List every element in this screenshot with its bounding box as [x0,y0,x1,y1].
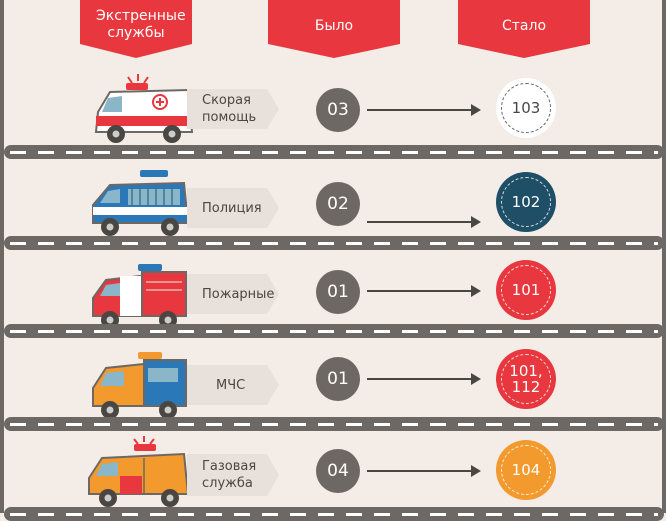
new-number-gas: 104 [496,440,556,500]
arrow-police [367,216,481,228]
header-after: Стало [458,0,590,58]
label-police: Полиция [187,188,279,228]
road-divider [4,145,664,159]
header-before: Было [268,0,400,58]
left-border [0,0,4,513]
arrow-mchs [367,373,481,385]
road-divider [4,236,664,250]
arrow-ambulance [367,104,481,116]
gas-service-van-icon [84,436,194,515]
label-fire: Пожарные [187,274,279,314]
new-number-fire: 101 [496,260,556,320]
old-number-ambulance: 03 [316,88,360,132]
rescue-van-icon [88,348,198,427]
old-number-gas: 04 [316,449,360,493]
arrow-gas [367,465,481,477]
ambulance-icon [88,72,198,151]
police-car-icon [88,165,198,244]
label-mchs: МЧС [187,365,279,405]
label-ambulance: Скорая помощь [187,89,279,129]
new-number-mchs: 101, 112 [496,349,556,409]
header-services: Экстренные службы [80,0,192,58]
road-divider [4,324,664,338]
old-number-police: 02 [316,182,360,226]
right-border [662,0,666,513]
label-gas: Газовая служба [187,454,279,496]
arrow-fire [367,285,481,297]
road-divider [4,417,664,431]
new-number-police: 102 [496,172,556,232]
road-divider [4,507,664,521]
new-number-ambulance: 103 [496,78,556,138]
old-number-mchs: 01 [316,357,360,401]
old-number-fire: 01 [316,270,360,314]
